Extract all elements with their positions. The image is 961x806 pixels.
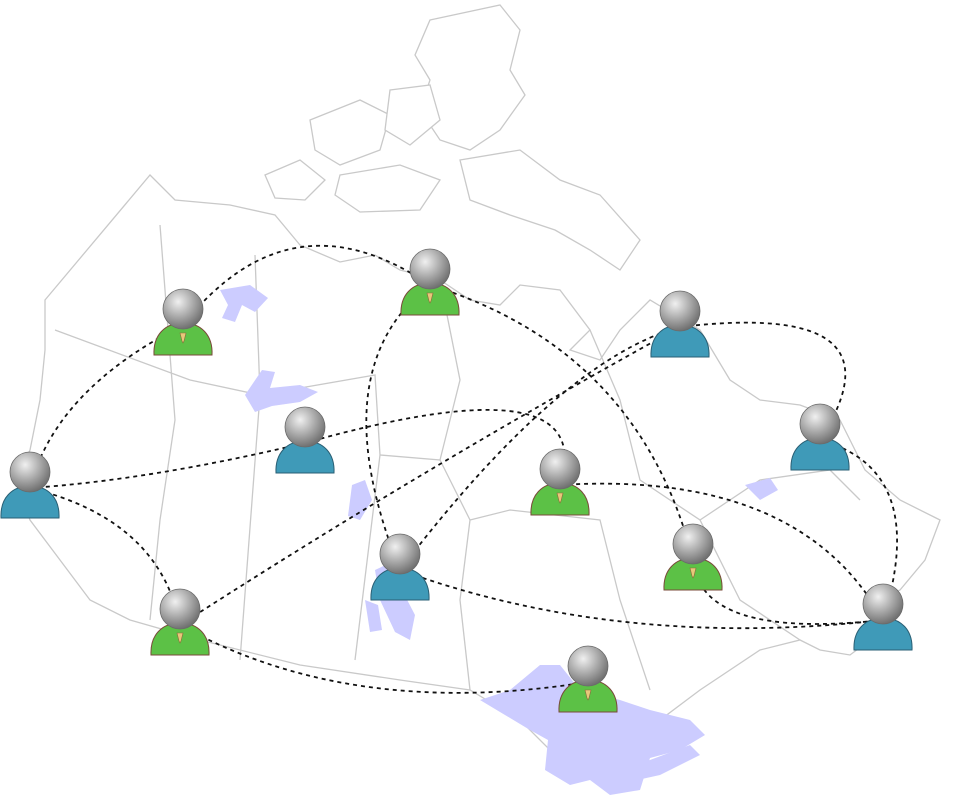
link-n1-n3 [29,487,181,626]
user-head-icon [9,451,51,493]
great-slave-lake [245,370,318,412]
user-node-n12[interactable] [853,583,913,651]
tie-icon [556,492,564,504]
user-head-icon [862,583,904,625]
lake-mistassini [745,478,778,500]
arctic-island [264,159,326,201]
user-head-icon [567,645,609,687]
user-head-icon [284,406,326,448]
great-bear-lake [220,285,268,322]
link-n5-n9 [429,284,694,561]
node-layer [0,248,913,713]
arctic-island [309,99,391,166]
link-n3-n8 [179,326,681,626]
province-boundary [54,329,261,396]
tie-icon [584,689,592,701]
arctic-island [334,164,441,213]
user-node-n7[interactable] [530,448,590,516]
lake-erie [600,745,700,785]
user-head-icon [539,448,581,490]
user-node-n11[interactable] [558,645,618,713]
link-n2-n5 [182,244,431,326]
tie-icon [689,567,697,579]
tie-icon [426,292,434,304]
tie-icon [179,332,187,344]
province-boundary [259,374,381,661]
link-n8-n10 [679,321,847,441]
link-n1-n4 [29,442,306,489]
link-n4-n7 [304,408,566,486]
user-node-n8[interactable] [650,290,710,358]
user-head-icon [162,288,204,330]
user-head-icon [159,588,201,630]
arctic-island [459,149,641,271]
user-node-n9[interactable] [663,523,723,591]
province-boundary [149,224,176,621]
user-node-n1[interactable] [0,451,60,519]
lake-athabasca [348,480,372,520]
lakes [220,285,778,795]
link-layer [29,244,898,694]
user-node-n2[interactable] [153,288,213,356]
province-boundary [469,509,651,691]
arctic-island [414,4,526,151]
great-lakes [480,665,705,795]
link-n10-n12 [819,439,898,621]
user-node-n10[interactable] [790,403,850,471]
user-head-icon [799,403,841,445]
tie-icon [176,632,184,644]
arctic-island [384,84,441,146]
link-n6-n8 [399,326,681,571]
user-node-n6[interactable] [370,533,430,601]
user-head-icon [672,523,714,565]
province-boundary [589,329,801,641]
lake-winnipegosis [365,600,382,632]
user-node-n4[interactable] [275,406,335,474]
user-head-icon [379,533,421,575]
user-node-n3[interactable] [150,588,210,656]
user-head-icon [659,290,701,332]
link-n6-n12 [399,569,884,630]
user-head-icon [409,248,451,290]
user-node-n5[interactable] [400,248,460,316]
